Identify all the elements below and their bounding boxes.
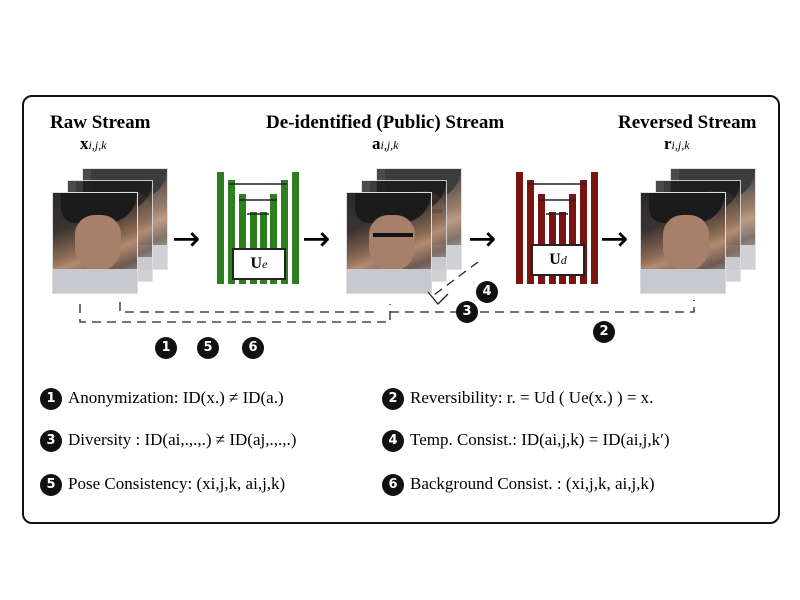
- badge-five-icon: 5: [197, 337, 219, 359]
- raw-var-sub: i,j,k: [88, 138, 107, 152]
- decoder-label-base: U: [549, 251, 561, 268]
- deid-frame-front: [346, 192, 432, 294]
- raw-var-base: x: [80, 134, 89, 153]
- badge-one-icon: 1: [155, 337, 177, 359]
- legend-background-text: Background Consist. : (xi,j,k, ai,j,k): [410, 474, 655, 493]
- reversed-stream-variable: ri,j,k: [664, 134, 690, 154]
- raw-stream-title: Raw Stream: [50, 112, 151, 133]
- arrow-raw-to-encoder: →: [172, 219, 201, 259]
- reversed-stream-title: Reversed Stream: [618, 112, 757, 133]
- encoder-label-sub: e: [262, 257, 268, 271]
- badge-three-icon: 3: [456, 301, 478, 323]
- raw-stream-variable: xi,j,k: [80, 134, 107, 154]
- legend-badge-two-icon: 2: [382, 388, 404, 411]
- legend-badge-five-icon: 5: [40, 474, 62, 497]
- deid-stream-title: De-identified (Public) Stream: [266, 112, 505, 133]
- arrow-deid-to-decoder: →: [468, 219, 497, 259]
- legend-badge-three-icon: 3: [40, 430, 62, 453]
- encoder-label-base: U: [250, 255, 263, 272]
- deid-var-base: a: [372, 134, 381, 153]
- legend-diversity: 3 Diversity : ID(ai,.,.,.) ≠ ID(aj,.,.,.): [40, 430, 297, 453]
- badge-two-icon: 2: [593, 321, 615, 343]
- reversed-frame-front: [640, 192, 726, 294]
- reversed-var-sub: i,j,k: [671, 138, 690, 152]
- legend-reversibility: 2 Reversibility: r. = Ud ( Ue(x.) ) = x.: [382, 388, 654, 411]
- arrow-encoder-to-deid: →: [302, 219, 331, 259]
- legend-background: 6 Background Consist. : (xi,j,k, ai,j,k): [382, 474, 655, 497]
- diagram-frame: [22, 95, 780, 524]
- decoder-label-sub: d: [560, 253, 567, 267]
- badge-six-icon: 6: [242, 337, 264, 359]
- legend-badge-four-icon: 4: [382, 430, 404, 453]
- raw-frame-front: [52, 192, 138, 294]
- decoder-label: Ud: [531, 244, 585, 276]
- badge-four-icon: 4: [476, 281, 498, 303]
- deid-var-sub: i,j,k: [380, 138, 399, 152]
- legend-temporal: 4 Temp. Consist.: ID(ai,j,k) = ID(ai,j,k′…: [382, 430, 670, 453]
- legend-reversibility-text: Reversibility: r. = Ud ( Ue(x.) ) = x.: [410, 388, 654, 407]
- reversed-var-base: r: [664, 134, 672, 153]
- encoder-label: Ue: [232, 248, 286, 280]
- legend-badge-six-icon: 6: [382, 474, 404, 497]
- legend-anonymization-text: Anonymization: ID(x.) ≠ ID(a.): [68, 388, 284, 407]
- legend-diversity-text: Diversity : ID(ai,.,.,.) ≠ ID(aj,.,.,.): [68, 430, 297, 449]
- arrow-decoder-to-reversed: →: [600, 219, 629, 259]
- legend-badge-one-icon: 1: [40, 388, 62, 411]
- legend-pose-text: Pose Consistency: (xi,j,k, ai,j,k): [68, 474, 286, 493]
- deid-stream-variable: ai,j,k: [372, 134, 399, 154]
- legend-pose: 5 Pose Consistency: (xi,j,k, ai,j,k): [40, 474, 286, 497]
- legend-temporal-text: Temp. Consist.: ID(ai,j,k) = ID(ai,j,k′): [410, 430, 670, 449]
- legend-anonymization: 1 Anonymization: ID(x.) ≠ ID(a.): [40, 388, 284, 411]
